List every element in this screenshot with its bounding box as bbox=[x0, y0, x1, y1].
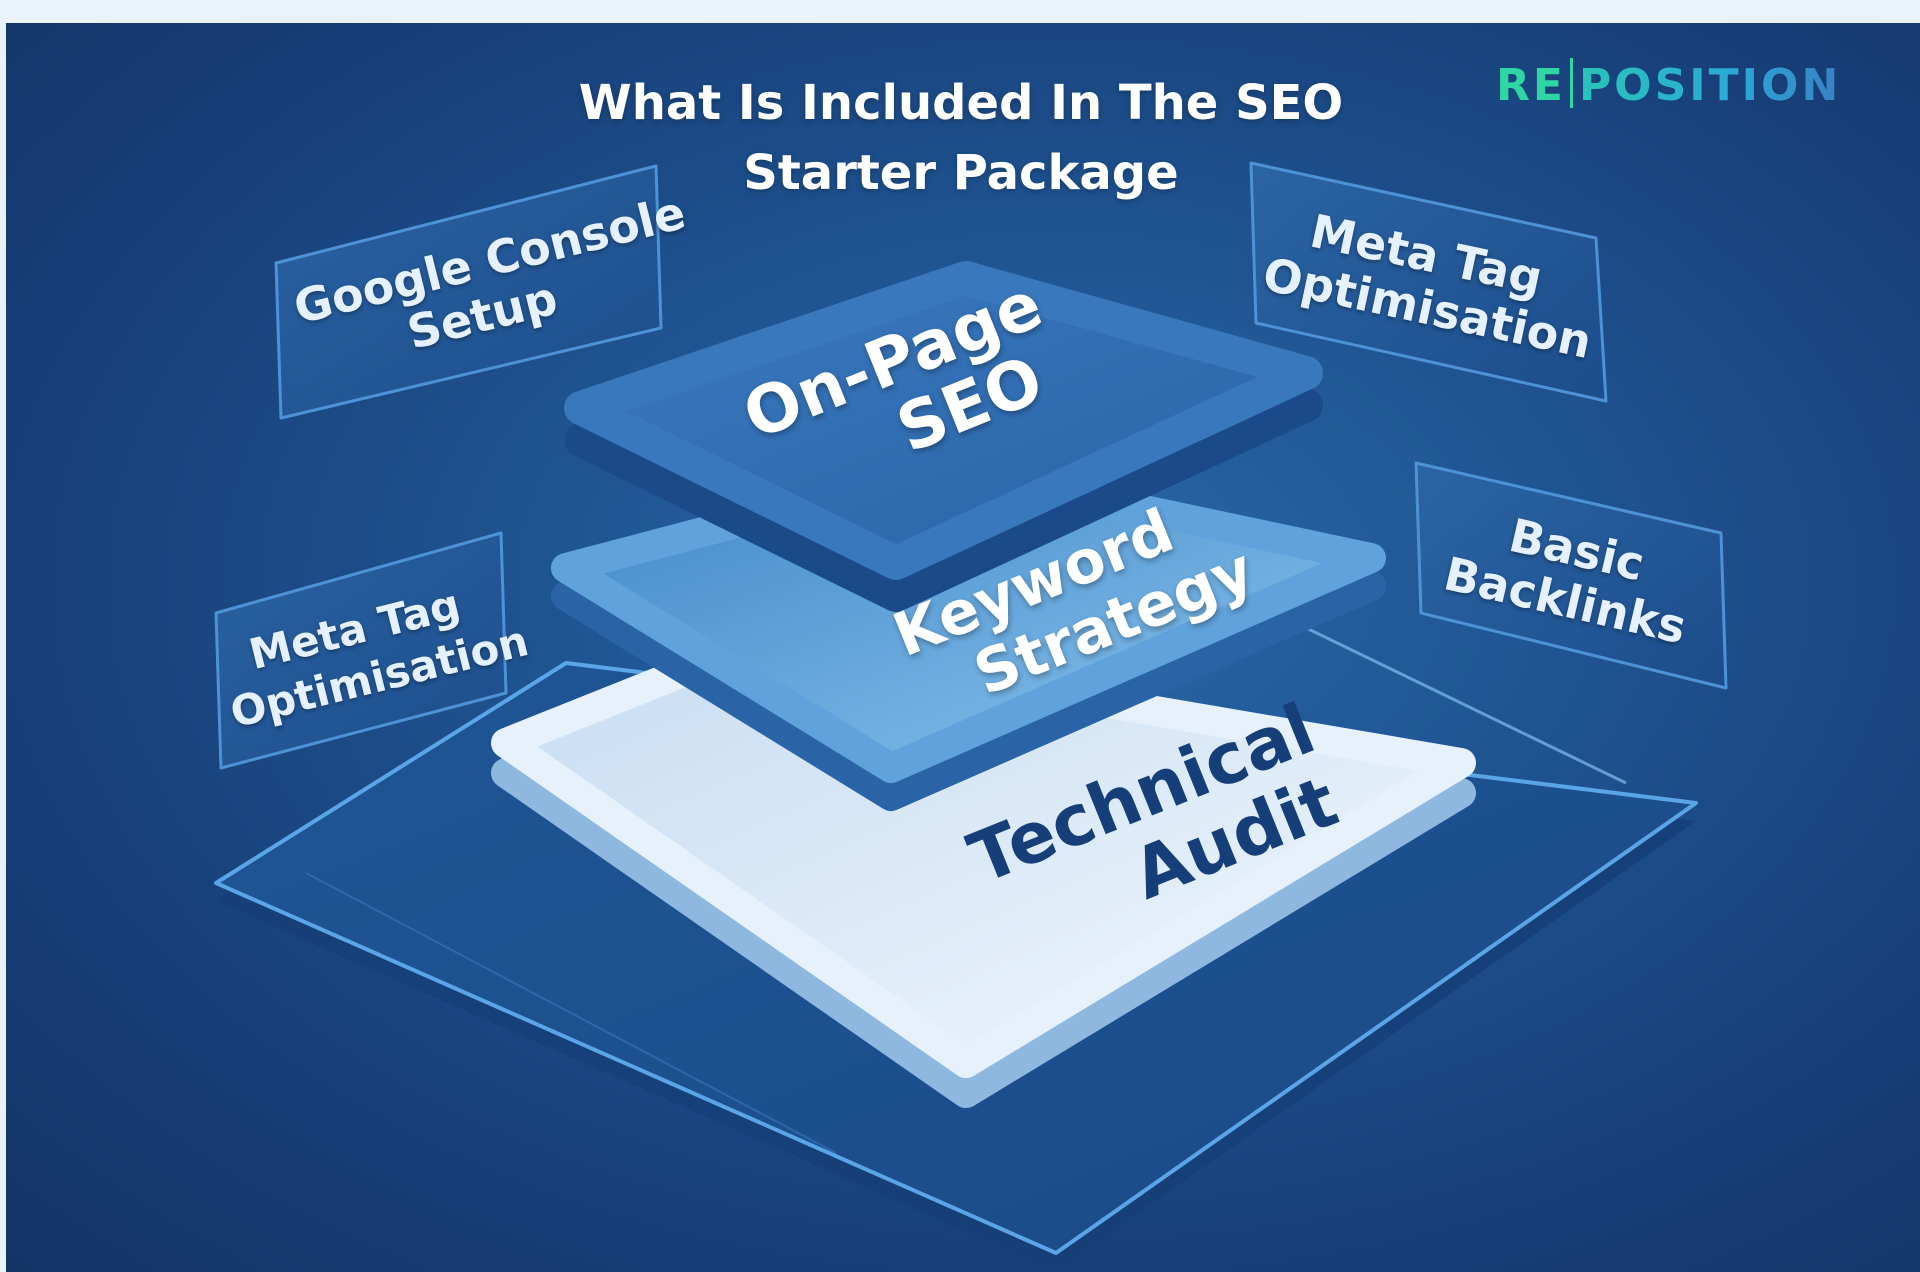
card-meta-tag-left bbox=[214, 531, 508, 770]
logo-part-position: POSITION bbox=[1578, 60, 1842, 111]
logo-part-re: RE bbox=[1496, 60, 1566, 111]
card-basic-backlinks bbox=[1414, 461, 1728, 690]
logo-divider bbox=[1569, 58, 1573, 108]
layer-technical-audit-tile bbox=[491, 628, 1476, 1108]
card-google-console bbox=[274, 164, 663, 420]
isometric-scene bbox=[214, 161, 1728, 1271]
card-meta-tag-right bbox=[1249, 161, 1608, 403]
title-line-2: Starter Package bbox=[743, 145, 1179, 201]
infographic-canvas: What Is Included In The SEO Starter Pack… bbox=[6, 23, 1920, 1272]
title-line-1: What Is Included In The SEO bbox=[578, 75, 1344, 131]
page-title: What Is Included In The SEO Starter Pack… bbox=[461, 68, 1461, 208]
layer-on-page-seo-tile bbox=[564, 261, 1323, 612]
